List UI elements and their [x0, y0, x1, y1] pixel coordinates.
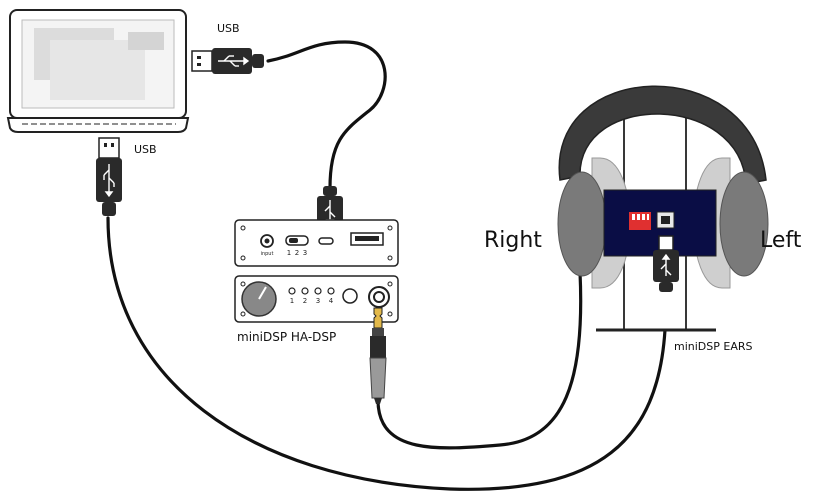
headphone-jack-icon: [369, 307, 387, 404]
led-label-3: 3: [316, 297, 320, 305]
usb-cable-laptop-to-ears: [106, 216, 667, 491]
left-label: Left: [760, 228, 802, 253]
laptop-icon: [6, 9, 190, 133]
usb-label-left: USB: [134, 143, 157, 156]
right-label: Right: [484, 228, 542, 253]
switch-pos-1: 1: [287, 249, 291, 257]
volume-knob: [241, 281, 277, 317]
switch-pos-2: 2: [295, 249, 299, 257]
usb-plug-icon: [191, 48, 264, 74]
switch-pos-3: 3: [303, 249, 307, 257]
ears-usb-port: [656, 211, 675, 229]
input-leds: [288, 287, 335, 295]
input-caption: input: [261, 251, 274, 257]
ears-label: miniDSP EARS: [674, 340, 753, 353]
hadsp-back-panel: [234, 219, 399, 267]
cables: [106, 40, 667, 491]
hadsp-label: miniDSP HA-DSP: [237, 330, 337, 344]
usb-plug-icon: [96, 137, 122, 216]
headphone-output-port: [368, 286, 390, 308]
headphones-icon: [557, 85, 769, 332]
power-button: [342, 288, 358, 304]
audio-cable-hadsp-to-headphones: [376, 270, 583, 450]
hadsp-front-panel: [234, 275, 399, 323]
usb-cable-laptop-to-hadsp: [266, 40, 387, 190]
usb-label-top: USB: [217, 22, 240, 35]
dip-switch: [629, 212, 651, 230]
led-label-2: 2: [303, 297, 307, 305]
led-label-1: 1: [290, 297, 294, 305]
usb-plug-icon: [653, 235, 679, 292]
led-label-4: 4: [329, 297, 334, 305]
